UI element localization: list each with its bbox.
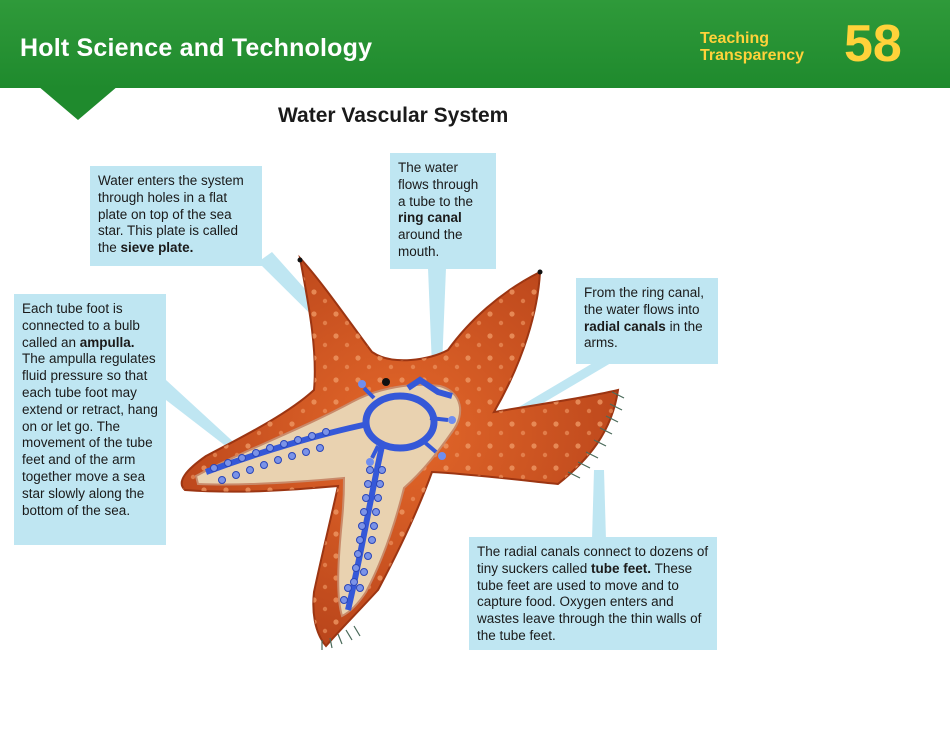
- ampulla-bulb: [358, 380, 366, 388]
- ampulla-bulb: [366, 458, 374, 466]
- ampulla-bulb: [448, 416, 456, 424]
- radial-canal-bottom-arm: [345, 445, 385, 611]
- eye-spot: [297, 257, 303, 263]
- callout-tube-feet: The radial canals connect to dozens of t…: [469, 537, 717, 650]
- callout-ring-canal: The water flows through a tube to the ri…: [390, 153, 496, 269]
- tube-feet-bottom-arm: [340, 466, 386, 604]
- callout-sieve-plate: Water enters the system through holes in…: [90, 166, 262, 266]
- transparency-label: Teaching Transparency: [700, 30, 804, 64]
- callout-radial-canals-text-after: in the arms.: [584, 318, 703, 351]
- callout-ampulla-term: ampulla.: [79, 334, 135, 350]
- sea-star-cutaway: [194, 383, 461, 618]
- tube-feet-fringe-bottom-arm: [321, 625, 361, 650]
- sea-star-body: [180, 254, 625, 650]
- brand-title: Holt Science and Technology: [20, 34, 373, 62]
- callout-tube-feet-text-before: The radial canals connect to dozens of t…: [477, 544, 709, 576]
- transparency-label-line1: Teaching: [700, 30, 770, 47]
- callout-ampulla-text-after: The ampulla regulates fluid pressure so …: [22, 351, 158, 518]
- callout-radial-canals: From the ring canal, the water flows int…: [576, 278, 718, 364]
- callout-radial-canals-text-before: From the ring canal, the water flows int…: [584, 285, 705, 317]
- header-banner: [0, 0, 950, 88]
- eye-spot: [537, 269, 543, 275]
- callout-ring-canal-text-before: The water flows through a tube to the: [398, 160, 479, 209]
- callout-ampulla-text-before: Each tube foot is connected to a bulb ca…: [22, 301, 140, 350]
- tube-feet-left-arm: [210, 428, 330, 484]
- leader-tube-feet: [592, 470, 606, 540]
- callout-tube-feet-text-after: These tube feet are used to move and to …: [477, 560, 702, 643]
- tube-feet-fringe-right-arm: [567, 391, 625, 479]
- callout-sieve-plate-text: Water enters the system through holes in…: [98, 173, 244, 256]
- transparency-label-line2: Transparency: [700, 47, 805, 64]
- diagram-title: Water Vascular System: [278, 104, 509, 127]
- leader-ampulla: [166, 380, 240, 454]
- callout-ring-canal-term: ring canal: [398, 210, 462, 226]
- callout-sieve-plate-term: sieve plate.: [120, 240, 194, 256]
- header-banner-notch: [38, 86, 118, 120]
- sieve-plate: [382, 378, 390, 386]
- callout-tube-feet-term: tube feet.: [591, 560, 652, 576]
- callout-ring-canal-text-after: around the mouth.: [398, 227, 463, 259]
- callout-ampulla: Each tube foot is connected to a bulb ca…: [14, 294, 166, 545]
- transparency-number: 58: [844, 15, 902, 73]
- callout-radial-canals-term: radial canals: [584, 318, 666, 334]
- ampulla-bulb: [438, 452, 446, 460]
